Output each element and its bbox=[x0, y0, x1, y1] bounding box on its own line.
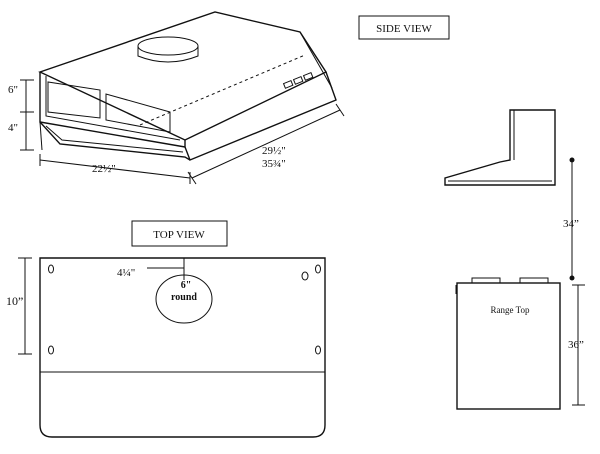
top-view-title: TOP VIEW bbox=[153, 229, 205, 241]
iso-width-label-2: 35¾" bbox=[262, 158, 286, 170]
iso-height-lower-label: 4" bbox=[8, 122, 18, 134]
iso-height-upper-label: 6" bbox=[8, 84, 18, 96]
top-depth-label: 10” bbox=[6, 294, 23, 308]
duct-size-label: 6" bbox=[181, 280, 192, 291]
range-height-label: 36” bbox=[568, 339, 584, 351]
range-height-dimension bbox=[572, 284, 585, 406]
range-top-label: Range Top bbox=[491, 305, 530, 315]
clearance-label: 34” bbox=[563, 218, 579, 230]
clearance-dimension bbox=[569, 157, 575, 281]
side-view-hood-profile bbox=[444, 109, 556, 186]
top-offset-label: 4¼" bbox=[117, 267, 135, 279]
isometric-hood-drawing bbox=[20, 11, 345, 185]
iso-width-label-1: 29½" bbox=[262, 145, 286, 157]
top-depth-dimension bbox=[18, 257, 32, 355]
duct-shape-label: round bbox=[171, 292, 197, 303]
side-view-title-box bbox=[358, 15, 450, 40]
top-view-title-box bbox=[131, 220, 228, 247]
side-view-title: SIDE VIEW bbox=[376, 23, 432, 35]
iso-depth-label: 22½" bbox=[92, 163, 116, 175]
range-top-drawing bbox=[455, 277, 561, 410]
top-view-drawing bbox=[39, 257, 326, 438]
